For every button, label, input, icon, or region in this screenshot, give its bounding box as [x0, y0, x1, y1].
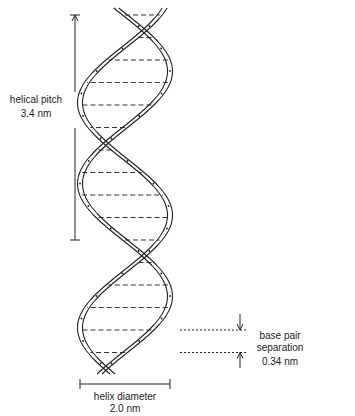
strand-dot	[122, 273, 124, 275]
strand-edge	[78, 8, 168, 374]
strand-edge	[83, 8, 173, 374]
strand-edge	[78, 8, 168, 374]
base-pair	[80, 329, 151, 330]
strand-dot	[148, 25, 150, 27]
strand-dot	[138, 25, 140, 27]
strand-edge	[83, 8, 173, 374]
strand-dot	[161, 93, 163, 95]
strand-dot	[100, 363, 102, 365]
dimension-marks	[70, 15, 246, 389]
strand-dot	[96, 70, 98, 72]
strand-dot	[166, 228, 168, 230]
dimension-value: 3.4 nm	[2, 108, 70, 120]
strand-dot	[81, 318, 83, 320]
base-pair	[87, 307, 168, 308]
strand-dot	[138, 340, 140, 342]
base-pair	[82, 172, 141, 173]
strand-dot	[88, 205, 90, 207]
base-pair	[90, 352, 125, 353]
strand-dot	[161, 318, 163, 320]
strand-dot	[82, 340, 84, 342]
strand-dot	[127, 160, 129, 162]
strand-dot	[153, 183, 155, 185]
strand-dot	[148, 250, 150, 252]
strand-dot	[122, 48, 124, 50]
strand-dot	[138, 115, 140, 117]
dimension-label: helical pitch	[2, 94, 70, 106]
dimension-label: helix diameter	[65, 391, 185, 403]
dimension-value: 0.34 nm	[250, 356, 310, 368]
strand-dot	[110, 228, 112, 230]
strand-dot	[160, 273, 162, 275]
strand-dot	[96, 295, 98, 297]
strand-dot	[169, 70, 171, 72]
base-pair	[125, 14, 160, 15]
base-pair	[80, 104, 151, 105]
base-pair	[82, 194, 163, 195]
base-pair	[99, 217, 170, 218]
dimension-label: base pair separation	[250, 330, 310, 354]
strand-dot	[88, 160, 90, 162]
dimension-value: 2.0 nm	[65, 403, 185, 415]
strand-dot	[110, 138, 112, 140]
strand-dot	[168, 205, 170, 207]
strand-dot	[81, 93, 83, 95]
strand-dot	[79, 183, 81, 185]
strand-dot	[169, 295, 171, 297]
strand-dot	[100, 138, 102, 140]
base-pair	[125, 239, 160, 240]
base-pair	[108, 59, 167, 60]
base-pair	[108, 284, 167, 285]
strand-dot	[110, 363, 112, 365]
base-pair	[90, 127, 125, 128]
strand-dot	[82, 115, 84, 117]
strand-dot	[160, 48, 162, 50]
double-helix	[78, 8, 173, 374]
strand-dot	[138, 250, 140, 252]
base-pair	[87, 82, 168, 83]
